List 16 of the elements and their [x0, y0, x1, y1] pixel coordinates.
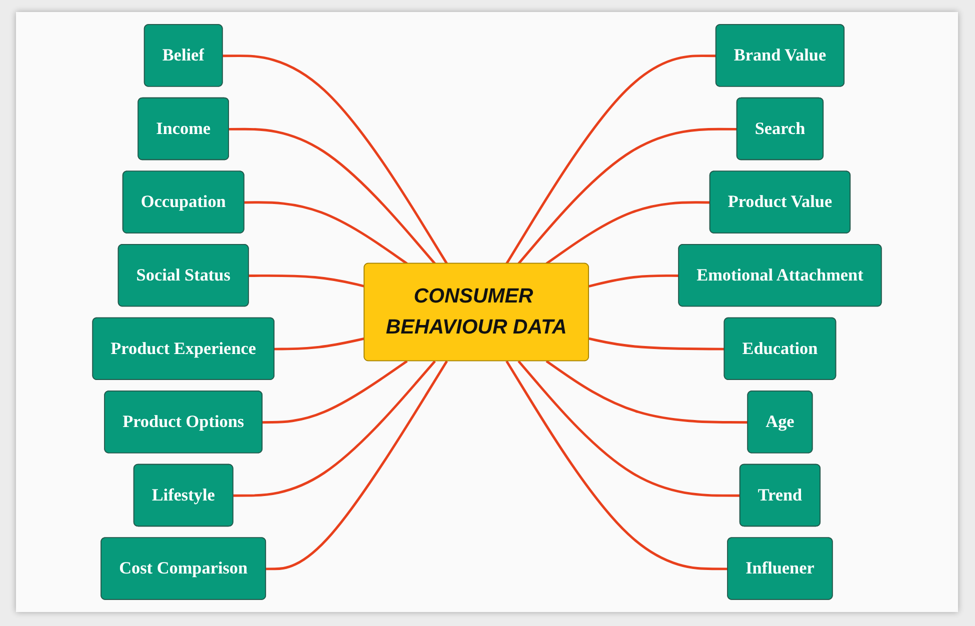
connector	[588, 274, 680, 288]
connector	[506, 360, 728, 570]
connector	[546, 360, 748, 424]
connector	[546, 201, 710, 265]
connector	[233, 360, 436, 497]
connector	[229, 128, 436, 264]
connector	[588, 337, 725, 350]
connector	[244, 201, 408, 265]
connector	[518, 128, 738, 264]
connector	[518, 360, 740, 497]
connector	[222, 54, 448, 264]
connector	[248, 274, 365, 288]
connector	[506, 54, 716, 264]
connector	[266, 360, 448, 570]
connector	[262, 360, 408, 424]
connector	[274, 337, 365, 350]
